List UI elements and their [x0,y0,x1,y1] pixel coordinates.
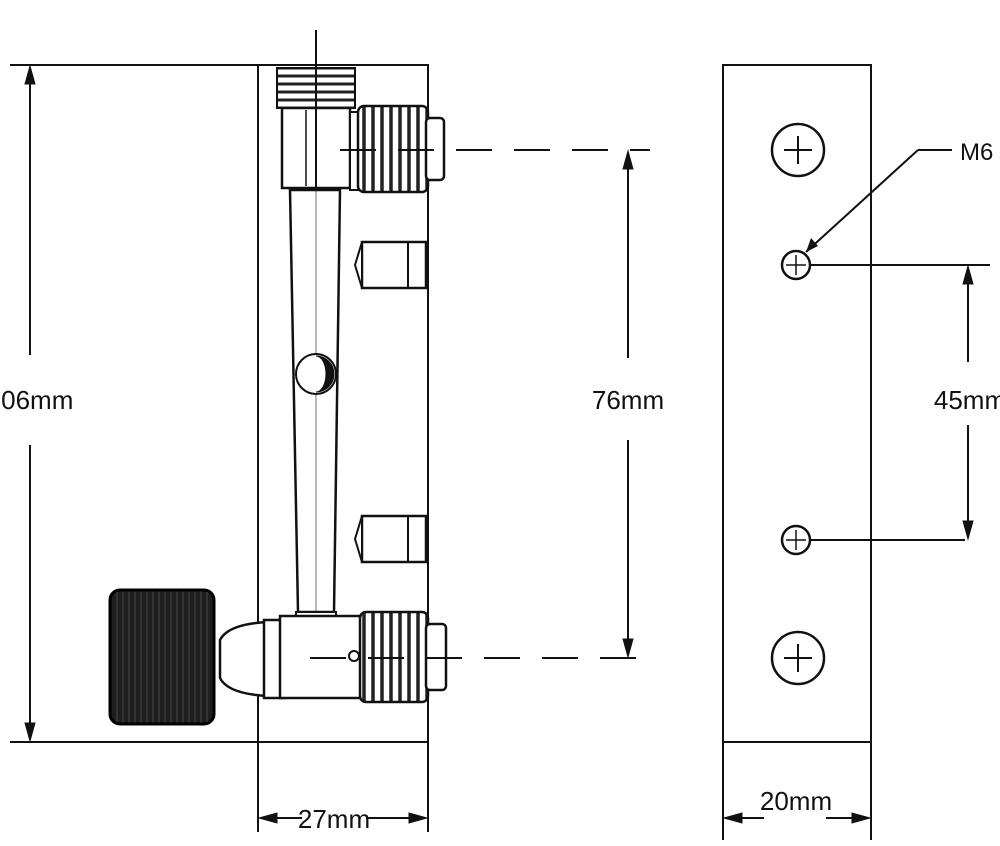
side-view [722,64,952,743]
front-width-label: 27mm [298,804,370,834]
flow-tube [288,188,342,614]
side-width-label: 20mm [760,786,832,816]
port-spacing-dimension [622,149,634,659]
side-screw-bottom-icon [770,630,826,686]
mount-spacing-dimension [810,264,990,541]
mounting-screw-lower [353,514,428,564]
front-width-dimension [257,742,429,832]
mounting-screw-upper [353,240,428,290]
front-view [108,30,650,743]
m6-leader-line [805,149,919,253]
needle-valve [218,611,364,700]
height-dimension [10,64,258,743]
height-dimension-label: 106mm [0,385,73,415]
side-width-dimension [722,742,872,840]
valve-knob-icon[interactable] [108,588,216,726]
top-cap [276,30,356,190]
float-ball [295,353,337,395]
m6-hole-lower-icon [780,524,812,556]
m6-hole-upper-icon [780,249,812,281]
port-spacing-label: 76mm [592,385,664,415]
mount-spacing-label: 45mm [934,385,1000,415]
side-screw-top-icon [770,122,826,178]
side-body [722,64,872,743]
thread-size-label: M6 [960,139,993,166]
